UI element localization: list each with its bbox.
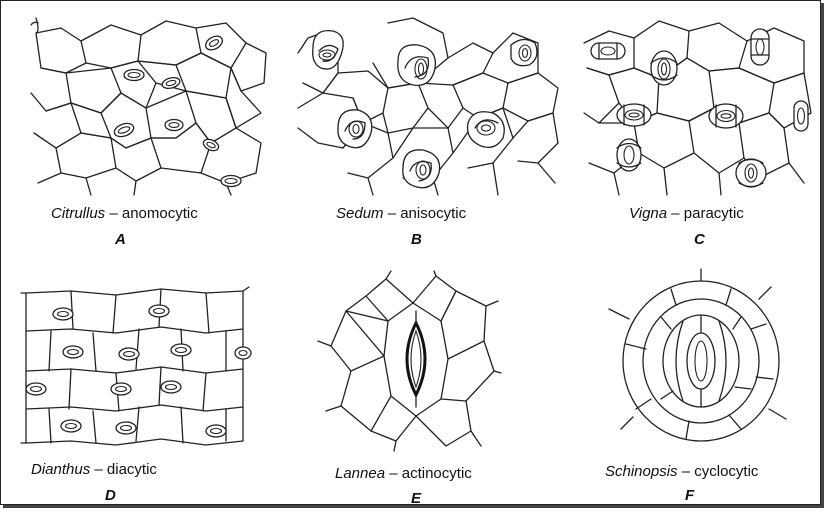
stoma-e [405, 310, 427, 408]
genus-name: Citrullus [51, 205, 106, 222]
stomata-group-c [590, 28, 809, 188]
genus-name: Lannea [335, 465, 386, 482]
genus-name: Dianthus [31, 461, 91, 478]
panel-paracytic [579, 13, 814, 198]
stomata-type: anisocytic [400, 205, 467, 222]
caption-e: Lannea – actinocytic [335, 465, 472, 482]
panel-letter-b: B [411, 231, 422, 248]
anisocytic-epidermis-drawing [297, 17, 559, 196]
panel-cyclocytic [601, 268, 801, 454]
caption-separator: – [677, 463, 695, 480]
panel-diacytic [20, 281, 252, 451]
stomata-type: cyclocytic [694, 463, 759, 480]
panel-anisocytic [293, 13, 563, 198]
panel-anomocytic [26, 13, 271, 198]
panel-letter-f: F [685, 487, 695, 504]
stomata-type: paracytic [683, 205, 744, 222]
stomata-group-b [312, 29, 538, 189]
caption-separator: – [383, 205, 401, 222]
panel-letter-e: E [411, 490, 422, 507]
stomata-type: anomocytic [121, 205, 198, 222]
stomata-group-d [25, 304, 252, 438]
caption-f: Schinopsis – cyclocytic [605, 463, 758, 480]
genus-name: Vigna [629, 205, 668, 222]
stomata-type: diacytic [106, 461, 157, 478]
panel-letter-c: C [694, 231, 705, 248]
caption-c: Vigna – paracytic [629, 205, 744, 222]
caption-separator: – [667, 205, 684, 222]
cyclocytic-epidermis-drawing [608, 268, 787, 442]
panel-actinocytic [316, 270, 502, 452]
caption-separator: – [90, 461, 107, 478]
genus-name: Schinopsis [605, 463, 678, 480]
caption-b: Sedum – anisocytic [336, 205, 466, 222]
stomata-group-a [113, 35, 242, 188]
panel-letter-a: A [115, 231, 126, 248]
paracytic-epidermis-drawing [583, 20, 812, 196]
anomocytic-epidermis-drawing [30, 17, 267, 196]
diacytic-epidermis-drawing [20, 286, 252, 446]
caption-d: Dianthus – diacytic [31, 461, 157, 478]
panel-letter-d: D [105, 487, 116, 504]
stomata-type: actinocytic [401, 465, 472, 482]
caption-a: Citrullus – anomocytic [51, 205, 198, 222]
genus-name: Sedum [336, 205, 384, 222]
caption-separator: – [385, 465, 402, 482]
actinocytic-epidermis-drawing [317, 270, 502, 452]
stoma-f [686, 332, 716, 390]
caption-separator: – [105, 205, 122, 222]
